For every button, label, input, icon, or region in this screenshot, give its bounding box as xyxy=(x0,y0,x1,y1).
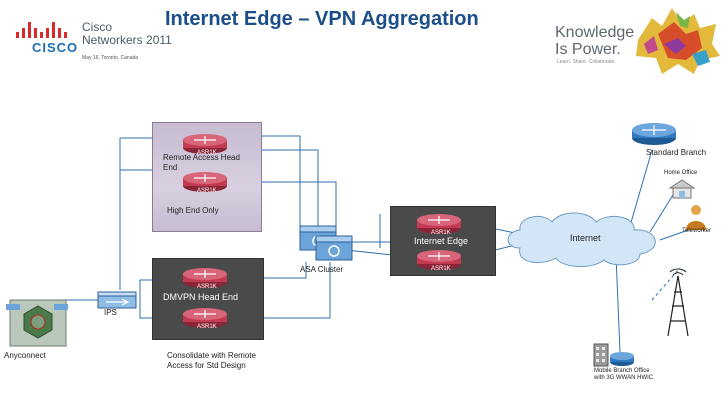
internet-edge-label: Internet Edge xyxy=(414,236,469,246)
router-asr1k-label: ASR1K xyxy=(197,188,217,194)
consolidate-label: Consolidate with Remote Access for Std D… xyxy=(167,351,256,370)
router-asr1k-label: ASR1K xyxy=(431,266,451,272)
person-icon xyxy=(686,205,706,230)
router-icon: ASR1K xyxy=(183,134,227,156)
knowledge-slogan: Knowledge Is Power. xyxy=(555,24,634,58)
high-end-only-label: High End Only xyxy=(167,206,219,215)
maple-leaf-graphic xyxy=(636,8,720,74)
globe-icon xyxy=(6,299,68,347)
router-asr1k-label: ASR1K xyxy=(197,324,217,330)
standard-branch-label: Standard Branch xyxy=(646,148,707,157)
cloud-icon xyxy=(507,212,656,267)
cisco-wordmark: CISCO xyxy=(32,40,79,55)
asa-cluster-label: ASA Cluster xyxy=(300,265,344,274)
home-office-label: Home Office xyxy=(664,170,698,176)
house-icon xyxy=(668,179,696,199)
teleworker-label: Teleworker xyxy=(682,228,712,234)
ips-icon xyxy=(97,291,137,309)
dmvpn-head-end-label: DMVPN Head End xyxy=(163,292,239,302)
router-icon: ASR1K xyxy=(183,308,227,330)
cisco-bridge-logo xyxy=(16,22,67,38)
mobile-branch-label: Mobile Branch Office with 3G WWAN HWIC xyxy=(594,368,654,381)
building-icon xyxy=(593,343,634,367)
tower-icon xyxy=(667,268,689,337)
router-icon: ASR1K xyxy=(417,250,461,272)
tagline: Learn. Share. Collaborate. xyxy=(557,59,616,65)
event-name-line2: Networkers 2011 xyxy=(82,33,172,47)
router-icon: ASR1K xyxy=(183,172,227,194)
anyconnect-label: Anyconnect xyxy=(4,351,46,360)
knowledge-line1: Knowledge xyxy=(555,24,635,41)
router-asr1k-label: ASR1K xyxy=(197,284,217,290)
router-icon: ASR1K xyxy=(183,268,227,290)
firewall-icon xyxy=(299,225,353,261)
event-name-line1: Cisco xyxy=(82,20,113,34)
page-title: Internet Edge – VPN Aggregation xyxy=(165,8,479,30)
router-asr1k-label: ASR1K xyxy=(197,150,217,156)
router-asr1k-label: ASR1K xyxy=(431,230,451,236)
router-icon: ASR1K xyxy=(417,214,461,236)
ips-label: IPS xyxy=(104,308,117,317)
knowledge-line2: Is Power. xyxy=(555,41,621,58)
remote-access-head-end-label: Remote Access Head End xyxy=(163,153,240,172)
internet-label: Internet xyxy=(570,233,601,243)
event-date: May 16, Toronto, Canada xyxy=(82,55,139,61)
router-icon xyxy=(632,123,676,145)
